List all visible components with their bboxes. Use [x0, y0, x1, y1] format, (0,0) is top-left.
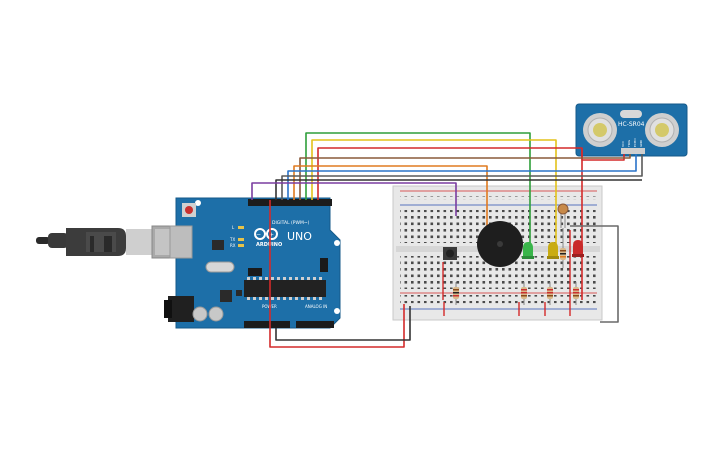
sensor-pin-vcc: VCC: [621, 141, 625, 147]
led-tx-icon: [238, 238, 244, 241]
led-label-rx: RX: [230, 243, 236, 248]
sensor-label: HC-SR04: [618, 121, 645, 128]
digital-header-label: DIGITAL (PWM~): [272, 220, 310, 226]
crystal-icon: [205, 261, 235, 273]
analog-pin-header[interactable]: [296, 321, 334, 328]
wire-blue[interactable]: [287, 154, 637, 200]
arduino-uno-board[interactable]: L TX RX − + ARDUINO UNO DIGITAL (PWM~) P…: [164, 197, 341, 329]
buzzer-plus-icon: +: [511, 221, 516, 228]
icsp-header: [320, 258, 328, 272]
led-yellow[interactable]: [547, 242, 559, 259]
capacitor-icon: [208, 306, 224, 322]
ultrasonic-sensor-hc-sr04[interactable]: HC-SR04 VCC TRIG ECHO GND: [575, 103, 688, 157]
resistor[interactable]: [521, 282, 527, 305]
pushbutton[interactable]: [442, 247, 457, 300]
wire-yellow[interactable]: [311, 139, 557, 250]
led-red[interactable]: [572, 240, 584, 257]
sensor-pin-trig: TRIG: [627, 139, 631, 148]
icsp-header: [248, 268, 262, 276]
mounting-hole-icon: [334, 308, 340, 314]
atmega-chip: [244, 280, 326, 297]
svg-text:−: −: [256, 232, 261, 239]
wire-brown[interactable]: [299, 154, 631, 200]
power-pin-header[interactable]: [244, 321, 290, 328]
analog-header-label: ANALOG IN: [305, 304, 327, 309]
small-ic-icon: [212, 240, 224, 250]
led-green[interactable]: [522, 242, 534, 259]
power-jack: [168, 296, 194, 322]
mounting-hole-icon: [195, 200, 201, 206]
usb-socket: [169, 225, 193, 259]
arduino-logo-icon: − +: [254, 228, 278, 240]
resistor[interactable]: [573, 282, 579, 305]
led-rx-icon: [238, 244, 244, 247]
svg-text:+: +: [269, 232, 274, 239]
sensor-pin-echo: ECHO: [633, 138, 637, 147]
small-ic-icon: [220, 290, 232, 302]
wire-red-loop[interactable]: [269, 200, 405, 348]
capacitor-icon: [192, 306, 208, 322]
mounting-hole-icon: [334, 240, 340, 246]
led-label-tx: TX: [229, 237, 235, 242]
resistor[interactable]: [453, 282, 459, 305]
led-l-icon: [238, 226, 244, 229]
sensor-pin-gnd: GND: [639, 139, 643, 147]
sensor-pin-header[interactable]: [621, 148, 645, 154]
digital-pin-header[interactable]: [248, 199, 332, 206]
led-label-l: L: [232, 225, 235, 230]
usb-cable: [36, 225, 193, 259]
piezo-buzzer[interactable]: +: [477, 221, 523, 267]
wire-purple[interactable]: [251, 182, 457, 216]
reset-button-cap-icon: [185, 206, 193, 214]
sensor-crystal-icon: [620, 110, 642, 118]
wire-black-loop[interactable]: [275, 306, 411, 341]
photoresistor[interactable]: [557, 203, 569, 228]
wire-black-top[interactable]: [275, 179, 642, 200]
arduino-logo-text: ARDUINO: [256, 242, 282, 248]
resistor[interactable]: [560, 228, 566, 268]
resistor[interactable]: [547, 282, 553, 305]
board-model-label: UNO: [287, 230, 312, 243]
wire-gray[interactable]: [281, 154, 643, 200]
wire-gray-right[interactable]: [570, 225, 619, 323]
